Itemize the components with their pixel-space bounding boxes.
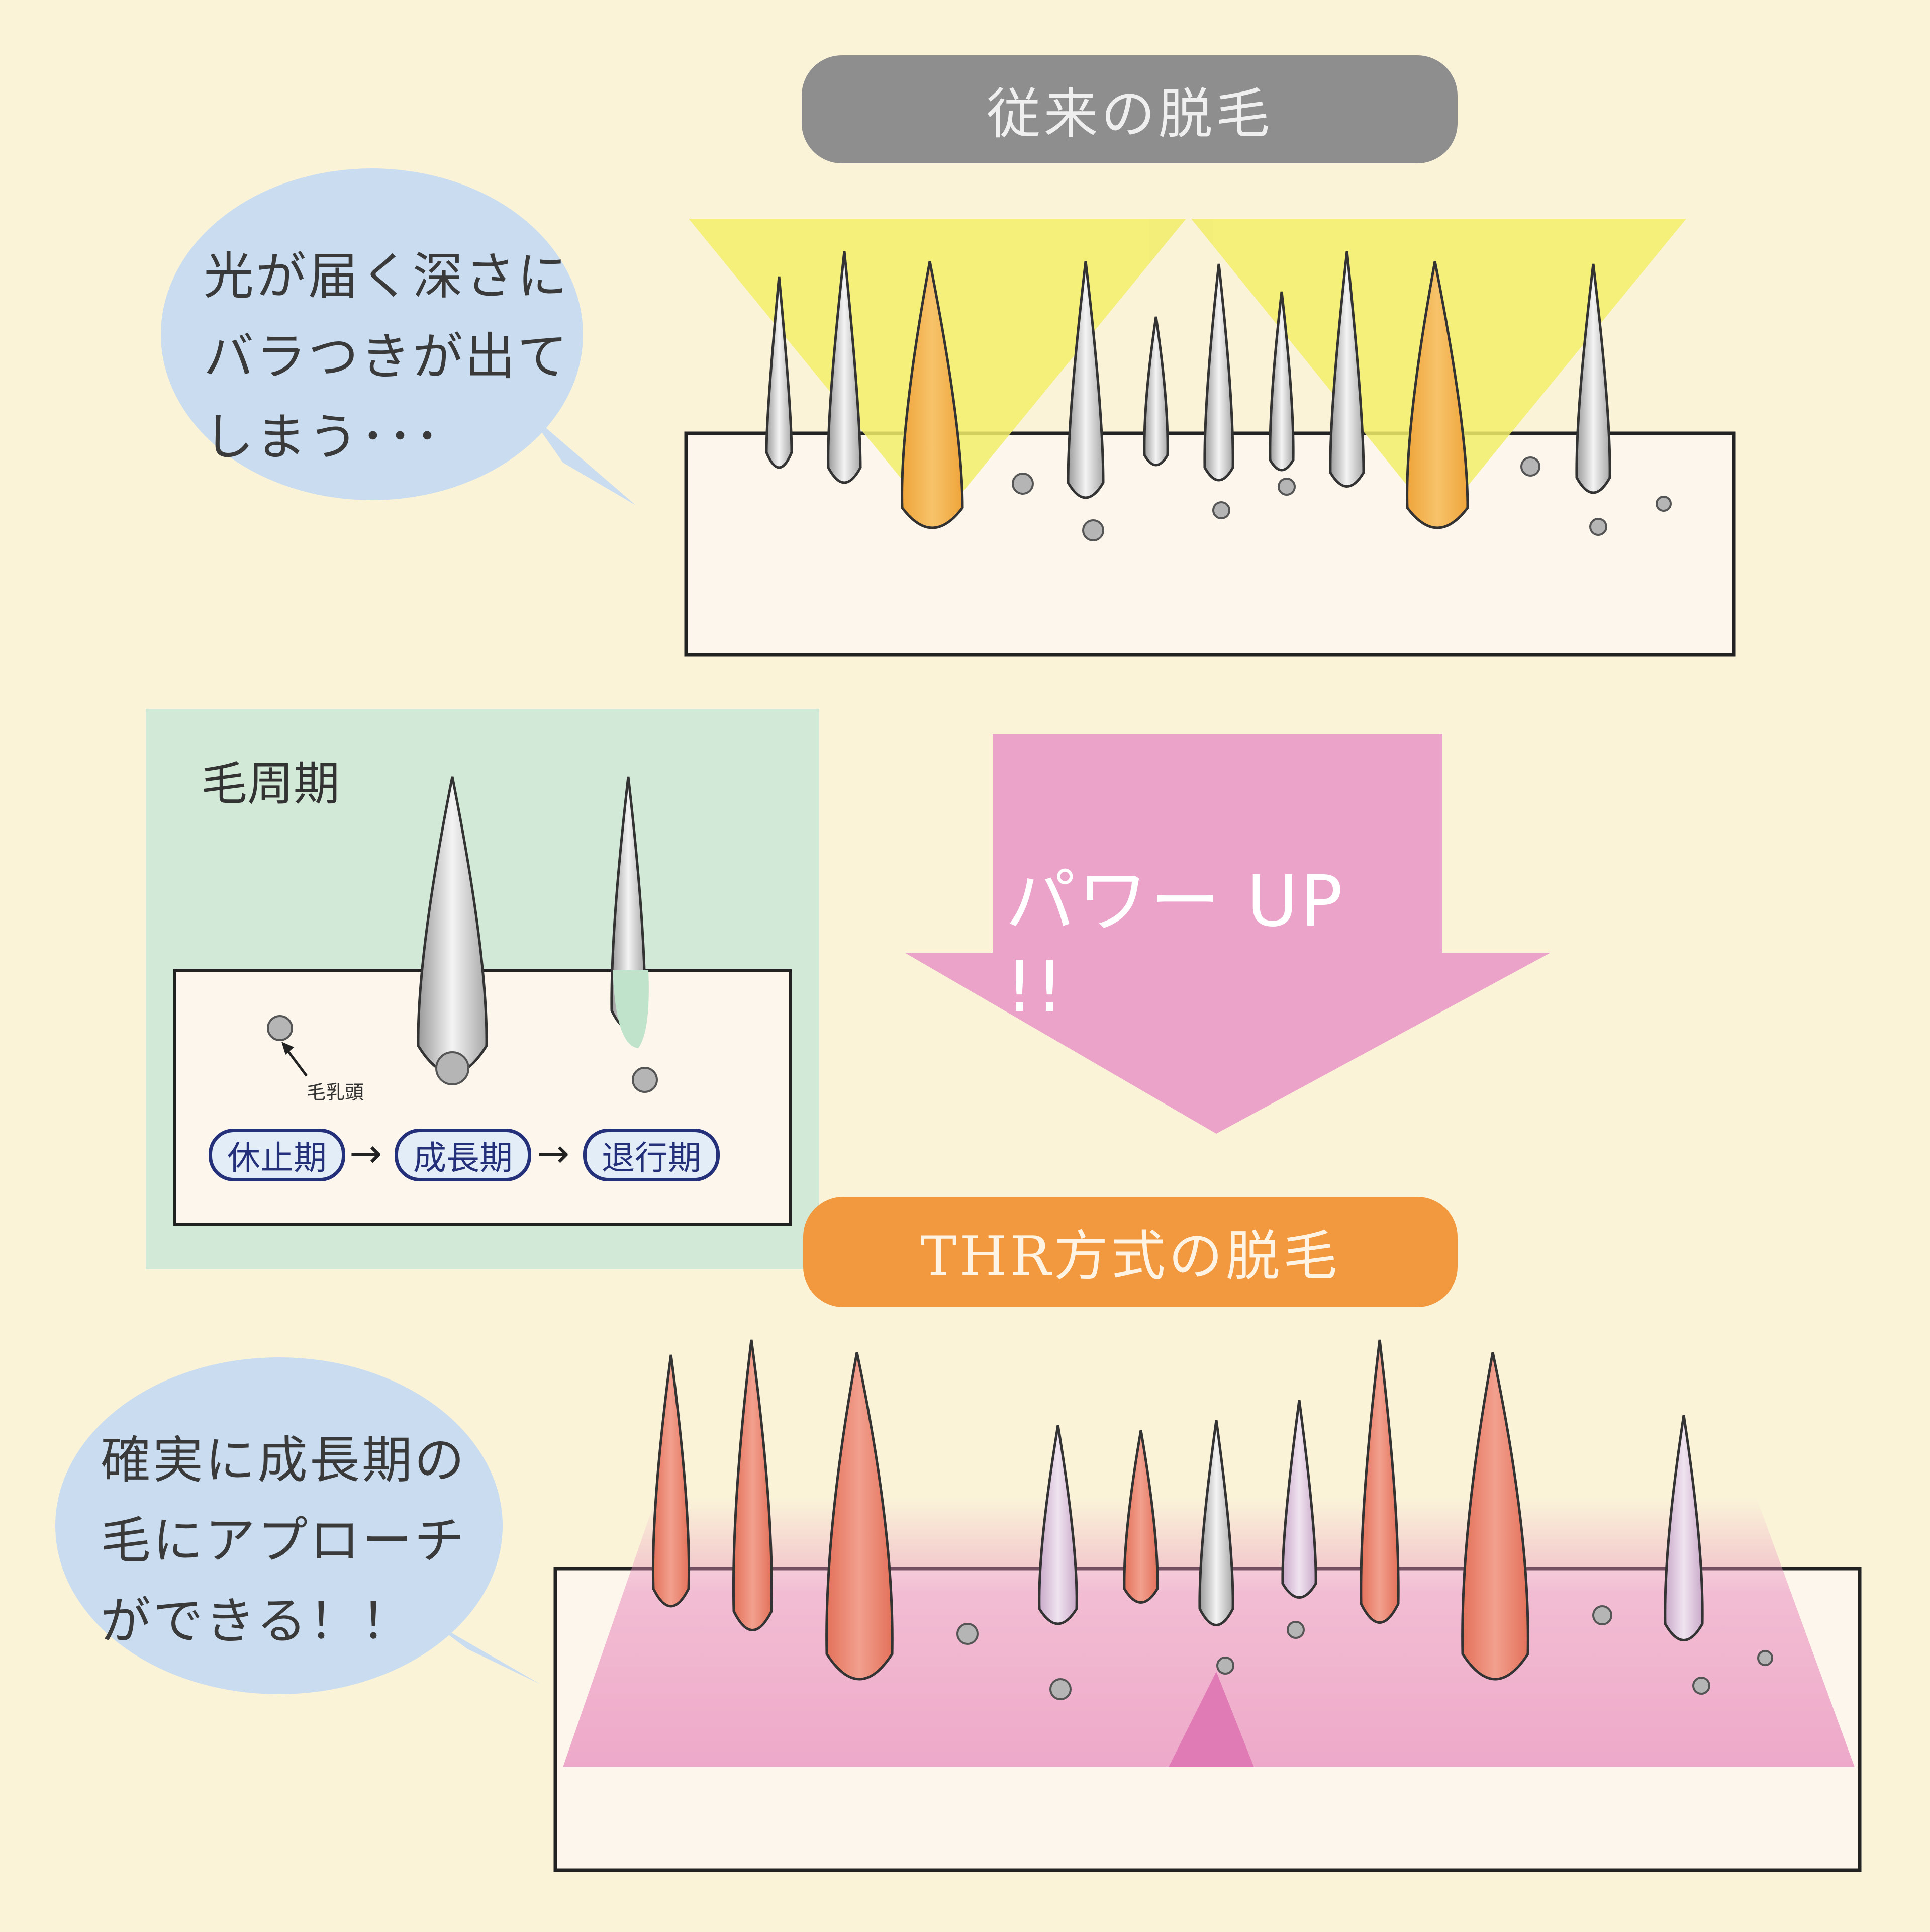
papilla-pointer-head	[281, 1042, 294, 1055]
hair-group-bottom	[651, 1339, 1704, 1681]
power-up-label: パワー UP !!	[1005, 861, 1345, 1028]
power-up-arrow	[905, 734, 1551, 1134]
stage-regression: 退行期	[583, 1129, 720, 1181]
stage-arrow-icon: →	[537, 1131, 570, 1176]
speech-bubble-top	[161, 168, 636, 505]
papilla-dots-bottom	[956, 1605, 1773, 1700]
stage-arrow-icon: →	[349, 1131, 382, 1176]
conventional-removal-title-text: 従来の脱毛	[986, 82, 1273, 146]
hair-cycle-title: 毛周期	[201, 757, 340, 811]
hair-group-top	[765, 251, 1611, 529]
conventional-removal-title: 従来の脱毛	[802, 55, 1458, 163]
speech-bubble-bottom	[55, 1357, 540, 1694]
thr-removal-title: THR方式の脱毛	[803, 1197, 1458, 1307]
thr-removal-title-text: THR方式の脱毛	[920, 1225, 1340, 1288]
stage-resting: 休止期	[209, 1129, 345, 1181]
papilla-label: 毛乳頭	[307, 1081, 364, 1103]
hair-cycle-papillae	[267, 1015, 658, 1093]
speech-bubble-top-text: 光が届く深さに バラつきが出て しまう･･･	[204, 247, 569, 467]
stage-growth: 成長期	[395, 1129, 531, 1181]
speech-bubble-bottom-text: 確実に成長期の 毛にアプローチ ができる！！	[101, 1431, 466, 1650]
hair-cycle-hairs	[417, 776, 649, 1075]
papilla-dots-top	[1012, 456, 1672, 541]
